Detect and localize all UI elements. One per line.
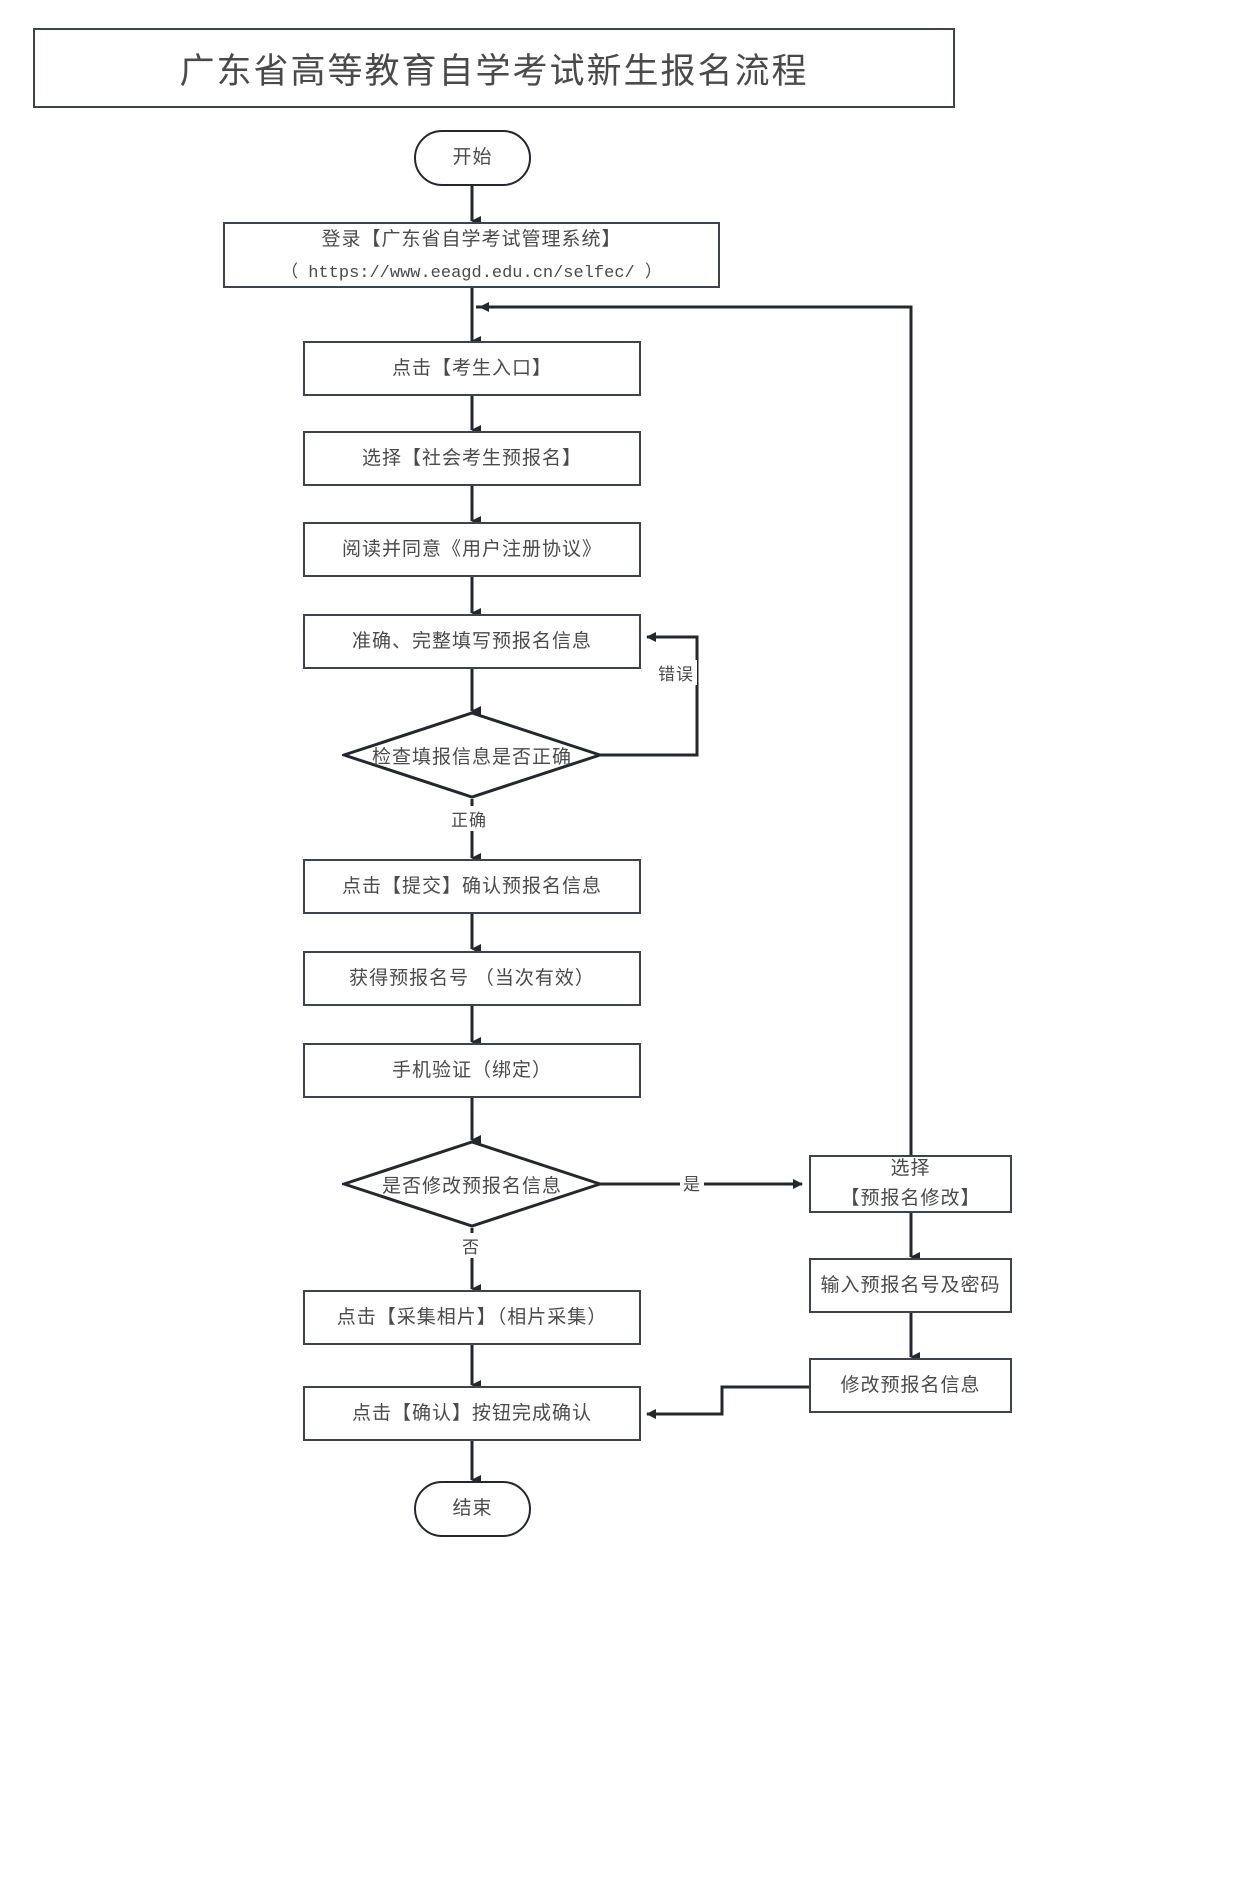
node-final-confirm-label: 点击【确认】按钮完成确认 — [351, 1402, 592, 1424]
node-check-information: 检查填报信息是否正确 — [342, 711, 602, 799]
node-login-title: 登录【广东省自学考试管理系统】 — [321, 229, 622, 251]
node-check-information-label: 检查填报信息是否正确 — [371, 746, 572, 768]
node-candidate-entry: 点击【考生入口】 — [303, 341, 641, 396]
node-login-system: 登录【广东省自学考试管理系统】 （ https://www.eeagd.edu.… — [223, 222, 720, 288]
node-start: 开始 — [414, 130, 531, 186]
node-choose-modify-line1: 选择 — [890, 1158, 931, 1180]
node-fill-information: 准确、完整填写预报名信息 — [303, 614, 641, 669]
page-title: 广东省高等教育自学考试新生报名流程 — [179, 51, 809, 91]
node-submit-confirm: 点击【提交】确认预报名信息 — [303, 859, 641, 914]
node-choose-modify: 选择 【预报名修改】 — [809, 1155, 1012, 1213]
check-information-diamond-shape — [342, 711, 602, 799]
node-candidate-entry-label: 点击【考生入口】 — [391, 357, 552, 379]
node-login-url: （ https://www.eeagd.edu.cn/selfec/ ） — [281, 263, 662, 283]
modify-decision-diamond-shape — [342, 1140, 602, 1228]
node-phone-verification-label: 手机验证（绑定） — [391, 1059, 552, 1081]
chart-title-banner: 广东省高等教育自学考试新生报名流程 — [33, 28, 955, 108]
edge-label-correct: 正确 — [448, 806, 490, 831]
node-photo-capture: 点击【采集相片】（相片采集） — [303, 1290, 641, 1345]
node-user-agreement: 阅读并同意《用户注册协议》 — [303, 522, 641, 577]
node-end: 结束 — [414, 1481, 531, 1537]
node-input-credentials: 输入预报名号及密码 — [809, 1258, 1012, 1313]
node-input-credentials-label: 输入预报名号及密码 — [820, 1274, 1001, 1296]
node-modify-decision: 是否修改预报名信息 — [342, 1140, 602, 1228]
node-modify-decision-label: 是否修改预报名信息 — [381, 1175, 562, 1197]
node-submit-confirm-label: 点击【提交】确认预报名信息 — [341, 875, 602, 897]
node-modify-information: 修改预报名信息 — [809, 1358, 1012, 1413]
node-final-confirm: 点击【确认】按钮完成确认 — [303, 1386, 641, 1441]
node-phone-verification: 手机验证（绑定） — [303, 1043, 641, 1098]
node-choose-modify-line2: 【预报名修改】 — [840, 1188, 981, 1209]
node-end-label: 结束 — [452, 1498, 493, 1520]
node-user-agreement-label: 阅读并同意《用户注册协议》 — [341, 538, 602, 560]
node-social-pre-registration-label: 选择【社会考生预报名】 — [361, 447, 582, 469]
node-get-registration-number-label: 获得预报名号 （当次有效） — [349, 967, 595, 989]
node-social-pre-registration: 选择【社会考生预报名】 — [303, 431, 641, 486]
node-get-registration-number: 获得预报名号 （当次有效） — [303, 951, 641, 1006]
node-modify-information-label: 修改预报名信息 — [840, 1374, 981, 1396]
edge-label-error: 错误 — [655, 660, 697, 685]
edge-label-no: 否 — [459, 1233, 483, 1258]
node-start-label: 开始 — [452, 147, 493, 169]
edge-label-yes: 是 — [680, 1170, 704, 1195]
node-fill-information-label: 准确、完整填写预报名信息 — [351, 630, 592, 652]
node-photo-capture-label: 点击【采集相片】（相片采集） — [336, 1306, 608, 1328]
